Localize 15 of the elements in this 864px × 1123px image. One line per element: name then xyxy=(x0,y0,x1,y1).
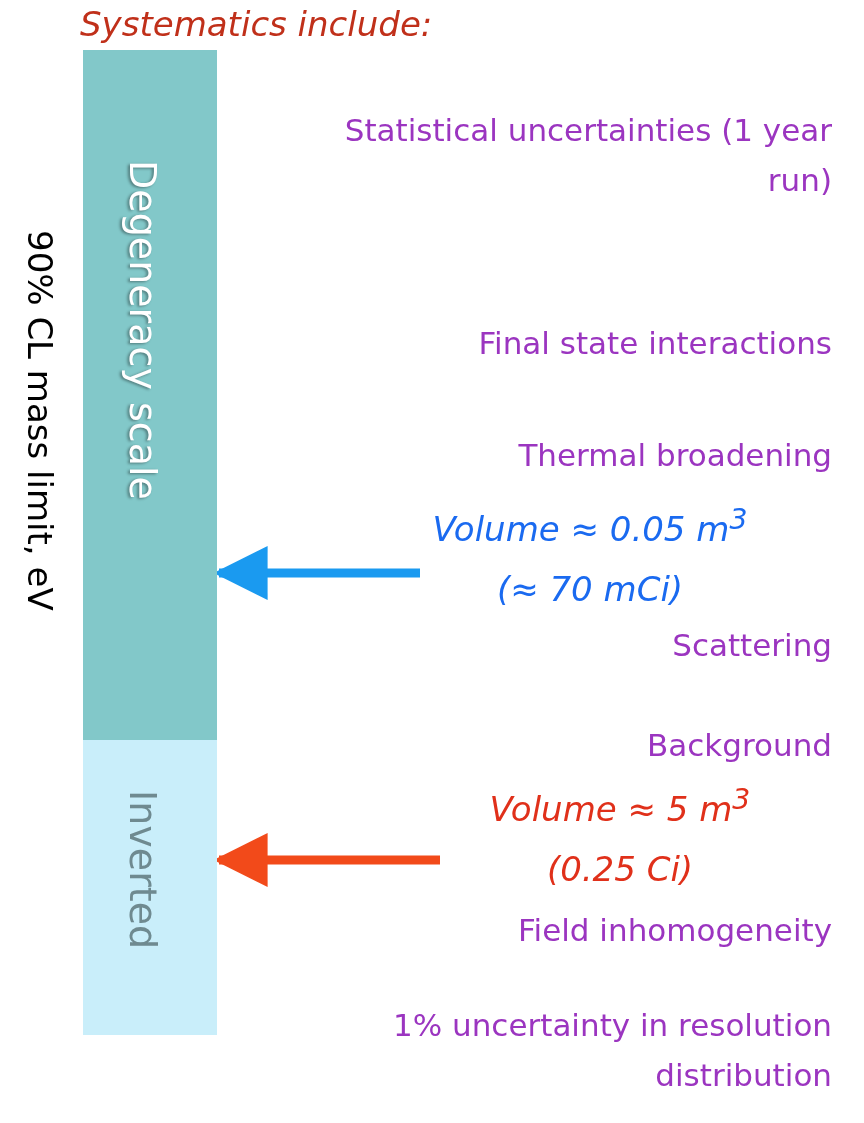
heading: Systematics include: xyxy=(80,4,433,44)
note-text: Scattering xyxy=(672,626,832,665)
note-text: Background xyxy=(647,726,832,765)
scale-bar-segment xyxy=(83,50,217,740)
annotation-text: Volume ≈ 5 m$^{3}$ (0.25 Ci) xyxy=(440,770,800,890)
note-text: Field inhomogeneity xyxy=(517,911,832,950)
note-text: Final state interactions xyxy=(478,324,832,363)
note-text: Thermal broadening xyxy=(518,436,832,475)
bar-label: Inverted xyxy=(121,790,165,950)
annotation-text: Volume ≈ 0.05 m$^{3}$ (≈ 70 mCi) xyxy=(420,490,760,610)
note-text: Statistical uncertainties (1 year run) xyxy=(343,111,832,200)
scale-bar-segment xyxy=(83,740,217,1035)
axis-label: 90% CL mass limit, eV xyxy=(20,230,60,611)
note-text: 1% uncertainty in resolution distribution xyxy=(392,1006,832,1095)
bar-label: Degeneracy scale xyxy=(121,160,165,500)
